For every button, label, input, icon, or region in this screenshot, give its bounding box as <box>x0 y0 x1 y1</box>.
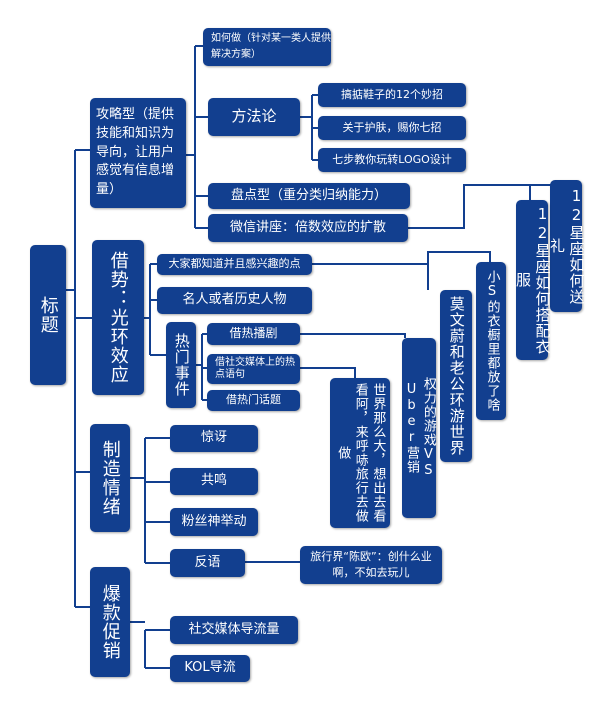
node-celebrity: 名人或者历史人物 <box>157 287 312 314</box>
root-node: 标题 <box>30 245 66 385</box>
node-hot-drama: 借热播剧 <box>207 323 300 345</box>
example-constellation-match: 12星座如何搭配衣服 <box>514 200 552 360</box>
branch-promotion: 爆款促销 <box>90 567 130 677</box>
branch-momentum: 借势：光环效应 <box>92 240 144 395</box>
branch-emotion: 制造情绪 <box>90 424 130 532</box>
example-constellation-gift: 12星座如何送礼 <box>548 180 586 312</box>
node-hot-event: 热门事件 <box>166 322 196 408</box>
node-inventory: 盘点型（重分类归纳能力） <box>208 183 410 209</box>
node-surprise: 惊讶 <box>170 425 258 452</box>
node-kol: KOL导流 <box>170 655 250 682</box>
node-shoes-tips: 搞掂鞋子的12个妙招 <box>318 83 466 107</box>
node-methodology: 方法论 <box>208 98 300 136</box>
node-hot-topic: 借热门话题 <box>207 390 300 411</box>
example-world-big: 世界那么大，想出去看看阿，来呼哧旅行去做做 <box>330 378 390 528</box>
node-irony: 反语 <box>170 549 245 577</box>
node-logo-design: 七步教你玩转LOGO设计 <box>318 148 466 172</box>
node-social-hot-phrase: 借社交媒体上的热点语句 <box>207 354 300 384</box>
node-skincare-tips: 关于护肤，赐你七招 <box>318 116 466 140</box>
example-power-game: 权力的游戏VS Uber营销 <box>402 338 436 518</box>
node-resonance: 共鸣 <box>170 468 258 495</box>
node-common-interest: 大家都知道并且感兴趣的点 <box>157 254 312 275</box>
example-small-s: 小S的衣橱里都放了啥 <box>476 262 506 420</box>
node-how-to: 如何做（针对某一类人提供解决方案） <box>203 28 331 66</box>
branch-strategy: 攻略型（提供技能和知识为导向，让用户感觉有信息增量） <box>90 98 186 208</box>
node-fan-action: 粉丝神举动 <box>170 508 258 536</box>
node-wechat-lecture: 微信讲座：倍数效应的扩散 <box>208 214 408 242</box>
node-social-traffic: 社交媒体导流量 <box>170 616 298 644</box>
example-mo-wenwei: 莫文蔚和老公环游世界 <box>440 290 472 462</box>
example-irony: 旅行界“陈欧”：创什么业啊，不如去玩儿 <box>300 546 442 584</box>
